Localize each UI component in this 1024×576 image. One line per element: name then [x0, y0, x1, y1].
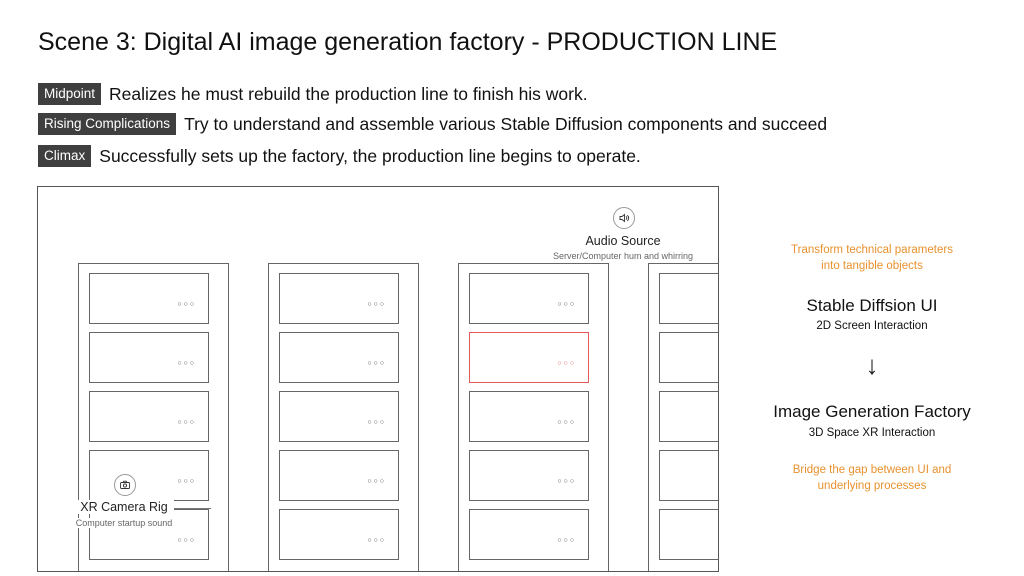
camera-connector-line — [171, 508, 211, 509]
rack-module[interactable]: ○○○ — [279, 391, 399, 442]
note-top-line-1: Transform technical parameters — [791, 244, 953, 256]
server-rack: ○○○ ○○○ ○○○ ○○○ ○○○ — [268, 263, 419, 571]
down-arrow-icon: ↓ — [865, 350, 879, 380]
status-dots: ○○○ — [177, 360, 196, 367]
server-rack — [648, 263, 718, 571]
server-rack: ○○○ ○○○ ○○○ ○○○ ○○○ — [78, 263, 229, 571]
factory-title: Image Generation Factory — [773, 402, 971, 421]
rack-module[interactable] — [659, 391, 718, 442]
note-bottom: Bridge the gap between UI and underlying… — [742, 462, 1002, 494]
status-dots: ○○○ — [367, 419, 386, 426]
note-bottom-line-2: underlying processes — [817, 480, 927, 492]
camera-rig-sublabel: Computer startup sound — [64, 518, 184, 528]
beat-text: Try to understand and assemble various S… — [184, 113, 828, 134]
camera-rig-label: XR Camera Rig — [74, 500, 174, 514]
rack-module[interactable] — [659, 273, 718, 324]
status-dots: ○○○ — [557, 537, 576, 544]
rack-module[interactable]: ○○○ — [279, 332, 399, 383]
rack-module[interactable]: ○○○ — [279, 450, 399, 501]
rack-module[interactable]: ○○○ — [89, 509, 209, 560]
status-dots: ○○○ — [367, 301, 386, 308]
rack-module[interactable] — [659, 509, 718, 560]
status-dots: ○○○ — [557, 419, 576, 426]
rack-module[interactable]: ○○○ — [89, 391, 209, 442]
factory-scene: Audio Source Server/Computer hum and whi… — [37, 186, 719, 572]
beat-rising-complications: Rising Complications Try to understand a… — [38, 112, 827, 136]
camera-icon[interactable] — [114, 474, 136, 496]
rack-module[interactable]: ○○○ — [89, 273, 209, 324]
rack-module[interactable]: ○○○ — [469, 273, 589, 324]
rack-module[interactable] — [659, 450, 718, 501]
audio-source-label: Audio Source — [585, 234, 661, 248]
rack-module[interactable]: ○○○ — [469, 391, 589, 442]
stable-diffusion-ui-subtitle: 2D Screen Interaction — [816, 320, 928, 332]
status-dots: ○○○ — [557, 301, 576, 308]
status-dots: ○○○ — [177, 419, 196, 426]
beat-text: Successfully sets up the factory, the pr… — [99, 145, 641, 166]
rack-module[interactable]: ○○○ — [469, 450, 589, 501]
rack-module[interactable]: ○○○ — [89, 332, 209, 383]
status-dots: ○○○ — [557, 360, 576, 367]
page-title: Scene 3: Digital AI image generation fac… — [38, 28, 778, 56]
beat-tag: Rising Complications — [38, 113, 177, 135]
beat-midpoint: Midpoint Realizes he must rebuild the pr… — [38, 82, 588, 106]
speaker-icon[interactable] — [613, 207, 635, 229]
audio-source-sublabel: Server/Computer hum and whirring — [552, 251, 694, 261]
rack-module[interactable]: ○○○ — [279, 509, 399, 560]
beat-tag: Climax — [38, 145, 92, 167]
status-dots: ○○○ — [367, 478, 386, 485]
server-rack: ○○○ ○○○ ○○○ ○○○ ○○○ — [458, 263, 609, 571]
note-top-line-2: into tangible objects — [821, 260, 923, 272]
beat-text: Realizes he must rebuild the production … — [109, 83, 588, 104]
beat-tag: Midpoint — [38, 83, 102, 105]
note-bottom-line-1: Bridge the gap between UI and — [792, 464, 952, 476]
rack-module[interactable]: ○○○ — [469, 509, 589, 560]
beat-climax: Climax Successfully sets up the factory,… — [38, 144, 641, 168]
rack-module-active[interactable]: ○○○ — [469, 332, 589, 383]
status-dots: ○○○ — [177, 478, 196, 485]
status-dots: ○○○ — [367, 537, 386, 544]
stable-diffusion-ui-title: Stable Diffsion UI — [806, 296, 938, 315]
rack-module[interactable]: ○○○ — [279, 273, 399, 324]
status-dots: ○○○ — [177, 537, 196, 544]
status-dots: ○○○ — [557, 478, 576, 485]
rack-module[interactable]: ○○○ — [89, 450, 209, 501]
note-top: Transform technical parameters into tang… — [742, 242, 1002, 274]
factory-subtitle: 3D Space XR Interaction — [808, 427, 936, 439]
rack-module[interactable] — [659, 332, 718, 383]
status-dots: ○○○ — [367, 360, 386, 367]
status-dots: ○○○ — [177, 301, 196, 308]
